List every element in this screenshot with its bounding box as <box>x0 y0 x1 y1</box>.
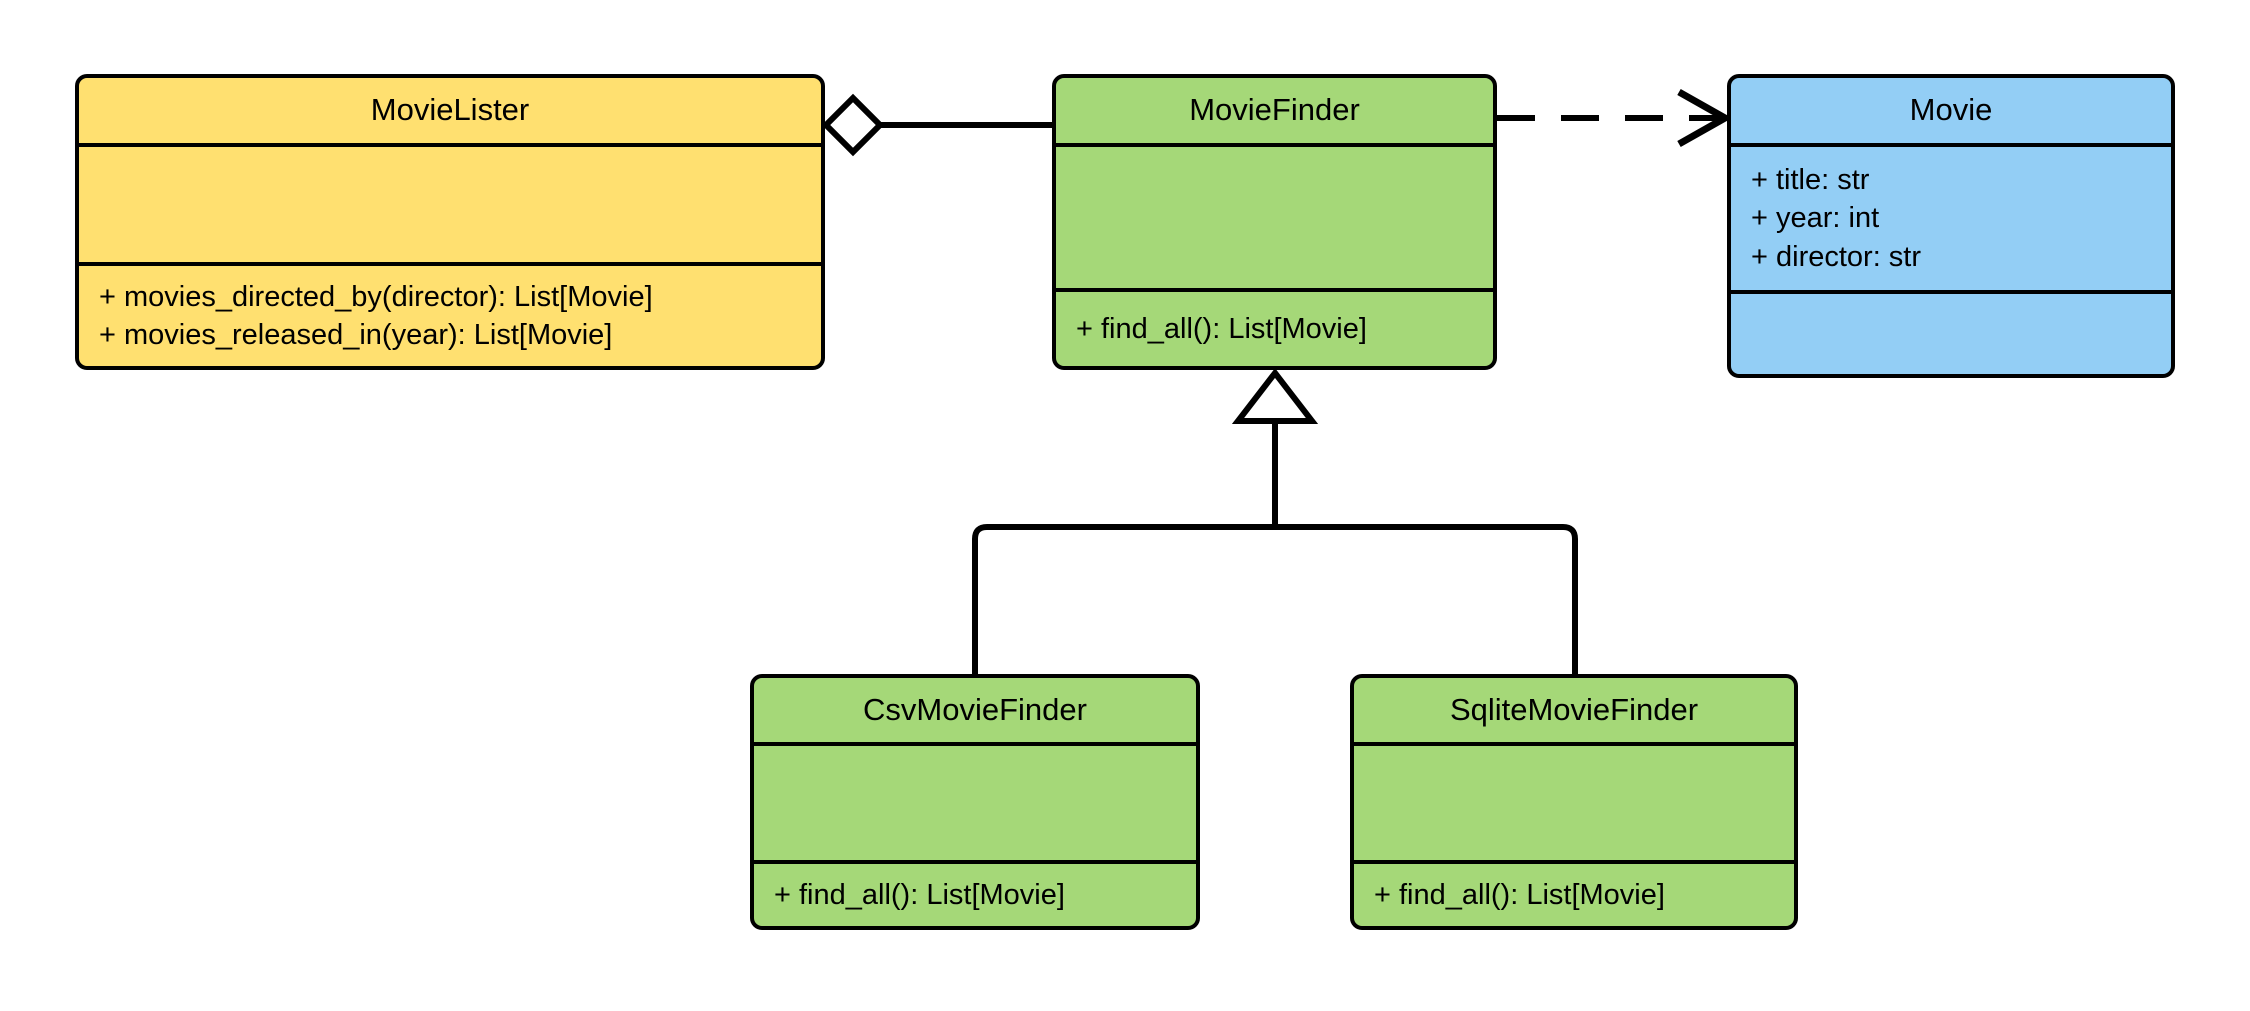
method-item: + find_all(): List[Movie] <box>1076 313 1367 346</box>
attribute-item: + year: int <box>1751 202 1880 235</box>
attributes-compartment-movie-finder <box>1056 147 1493 293</box>
method-item: + movies_directed_by(director): List[Mov… <box>99 280 653 313</box>
methods-compartment-csv-movie-finder: + find_all(): List[Movie] <box>754 864 1196 926</box>
method-item: + movies_released_in(year): List[Movie] <box>99 318 613 351</box>
hollow-triangle-marker <box>1231 368 1319 424</box>
attributes-compartment-movie: + title: str + year: int + director: str <box>1731 147 2171 294</box>
dependency-finder-movie <box>1497 88 1733 148</box>
class-name-csv-movie-finder: CsvMovieFinder <box>754 678 1196 746</box>
aggregation-lister-finder <box>821 93 1054 157</box>
attributes-compartment-csv-movie-finder <box>754 746 1196 864</box>
class-box-csv-movie-finder[interactable]: CsvMovieFinder + find_all(): List[Movie] <box>750 674 1200 930</box>
attribute-item: + director: str <box>1751 240 1922 273</box>
hollow-diamond-marker <box>821 93 885 157</box>
class-box-movie[interactable]: Movie + title: str + year: int + directo… <box>1727 74 2175 378</box>
method-item: + find_all(): List[Movie] <box>1374 878 1665 911</box>
generalization-branch-csv <box>972 524 1275 676</box>
methods-compartment-movie <box>1731 294 2171 374</box>
class-name-sqlite-movie-finder: SqliteMovieFinder <box>1354 678 1794 746</box>
method-item: + find_all(): List[Movie] <box>774 878 1065 911</box>
class-box-movie-lister[interactable]: MovieLister + movies_directed_by(directo… <box>75 74 825 370</box>
class-box-movie-finder[interactable]: MovieFinder + find_all(): List[Movie] <box>1052 74 1497 370</box>
class-name-movie-finder: MovieFinder <box>1056 78 1493 147</box>
attributes-compartment-sqlite-movie-finder <box>1354 746 1794 864</box>
class-name-movie-lister: MovieLister <box>79 78 821 147</box>
methods-compartment-movie-finder: + find_all(): List[Movie] <box>1056 292 1493 366</box>
generalization-branch-sqlite <box>1275 524 1578 676</box>
class-name-movie: Movie <box>1731 78 2171 147</box>
methods-compartment-sqlite-movie-finder: + find_all(): List[Movie] <box>1354 864 1794 926</box>
attribute-item: + title: str <box>1751 164 1870 197</box>
generalization-tree <box>972 368 1578 676</box>
open-arrow-marker <box>1677 88 1733 148</box>
attributes-compartment-movie-lister <box>79 147 821 266</box>
methods-compartment-movie-lister: + movies_directed_by(director): List[Mov… <box>79 266 821 366</box>
class-box-sqlite-movie-finder[interactable]: SqliteMovieFinder + find_all(): List[Mov… <box>1350 674 1798 930</box>
